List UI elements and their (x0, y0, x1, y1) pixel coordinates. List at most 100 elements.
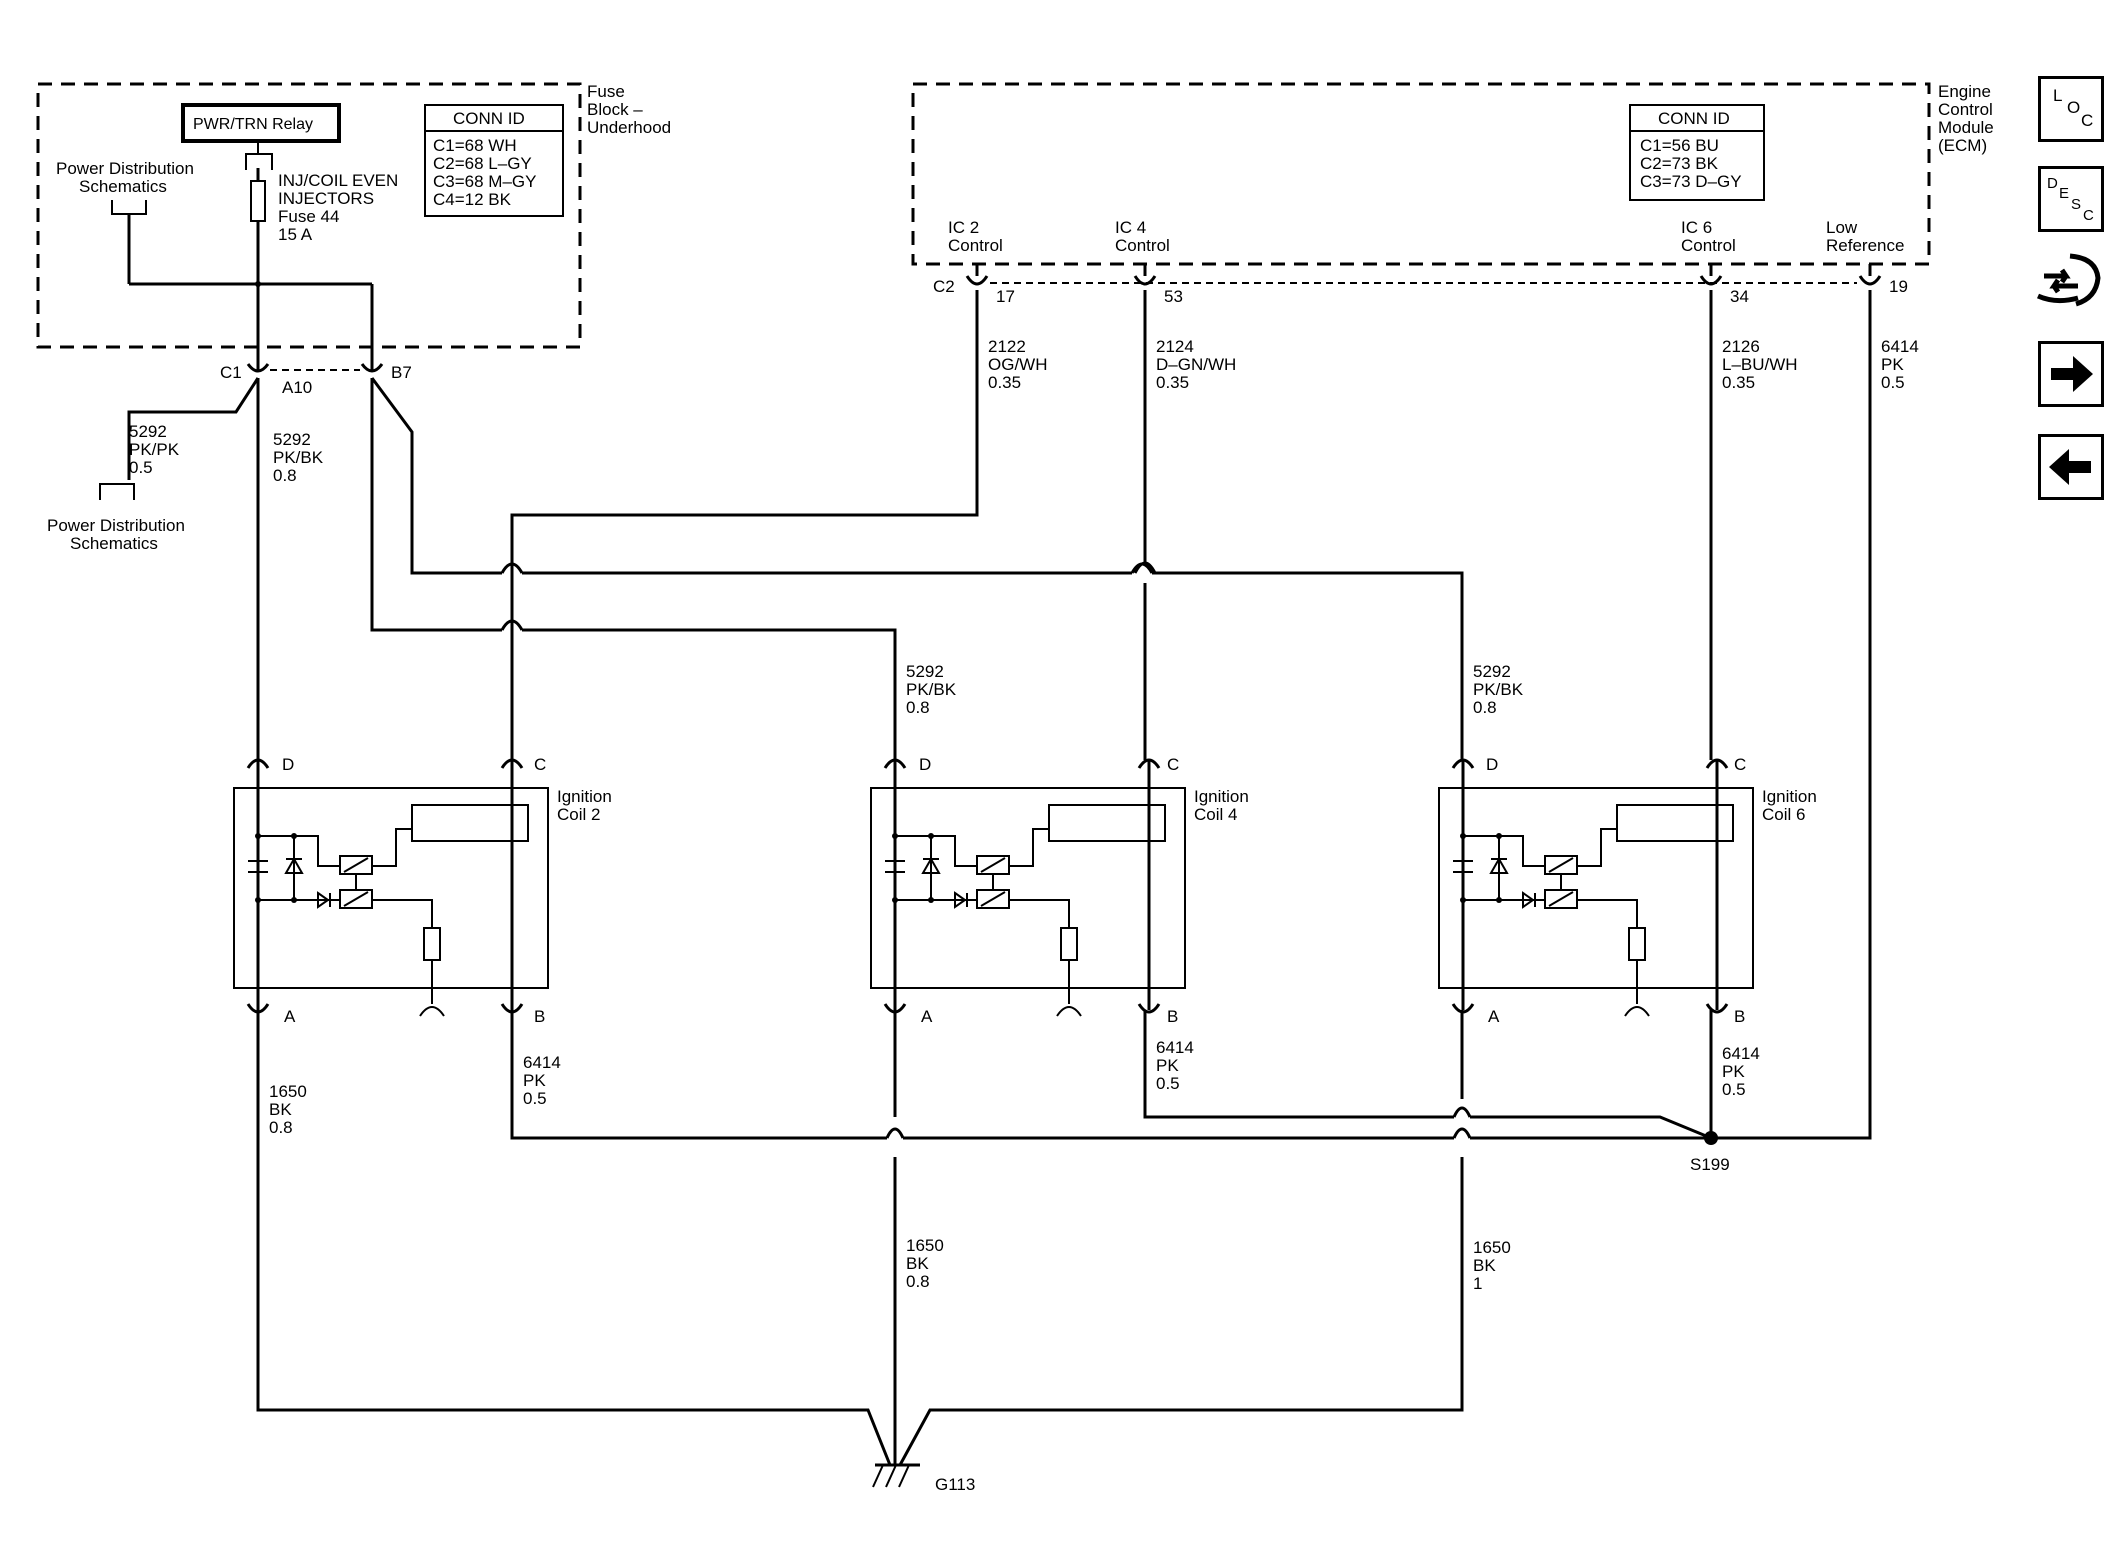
wire-label: PK/BK (1473, 680, 1524, 699)
wire-label: PK/PK (129, 440, 180, 459)
ground-symbol-icon (872, 1463, 920, 1488)
pin-19-label: 19 (1889, 277, 1908, 296)
winding-mark (1548, 891, 1574, 907)
coil-title: Ignition (1194, 787, 1249, 806)
connector-53-icon (1133, 275, 1157, 286)
pin-d-label: D (919, 755, 931, 774)
spark-plug-icon (1056, 1006, 1082, 1017)
wire-label: 2126 (1722, 337, 1760, 356)
resistor-icon (423, 927, 441, 961)
wire-label: 5292 (129, 422, 167, 441)
connector-reference-icon (99, 483, 135, 500)
fuse-label: Fuse 44 (278, 207, 339, 226)
ecm-conn-id: CONN ID C1=56 BU C2=73 BK C3=73 D–GY (1629, 104, 1765, 201)
pin-34-label: 34 (1730, 287, 1749, 306)
coil-title: Coil 6 (1762, 805, 1805, 824)
junction-dot (892, 897, 898, 903)
spark-plug-icon (419, 1006, 445, 1017)
wire-label: 1650 (1473, 1238, 1511, 1257)
arrow-right-icon (2051, 356, 2093, 392)
ecm-title: Engine (1938, 82, 1991, 101)
coil-title: Ignition (557, 787, 612, 806)
wire-label: PK (1722, 1062, 1745, 1081)
winding-mark (343, 891, 369, 907)
location-button[interactable]: L O C (2038, 76, 2104, 142)
ecm-title: (ECM) (1938, 136, 1987, 155)
conn-id-row: C3=68 M–GY (433, 172, 536, 191)
wire-label: 1 (1473, 1274, 1482, 1293)
connector-b-icon (1137, 1003, 1161, 1014)
wire-label: 6414 (1881, 337, 1919, 356)
splice-s199 (1704, 1131, 1718, 1145)
secondary-output (1577, 899, 1638, 928)
wire-label: 0.5 (1722, 1080, 1746, 1099)
wire-label: PK/BK (906, 680, 957, 699)
coil-circuit-2 (1451, 758, 1734, 1017)
coil-title: Coil 4 (1194, 805, 1237, 824)
fuse-block-title-1: Fuse (587, 82, 625, 101)
coil-housing (1438, 787, 1754, 989)
pin-a10-label: A10 (282, 378, 312, 397)
diode-icon (1489, 856, 1509, 874)
wire-label: 0.8 (269, 1118, 293, 1137)
ecm-outline (911, 82, 1931, 266)
wire-label: 0.35 (988, 373, 1021, 392)
fuse-label: INJ/COIL EVEN (278, 171, 398, 190)
wire-label: D–GN/WH (1156, 355, 1236, 374)
wire-label: OG/WH (988, 355, 1048, 374)
fuse-label: INJECTORS (278, 189, 374, 208)
next-button[interactable] (2038, 341, 2104, 407)
pin-a-label: A (921, 1007, 933, 1026)
fuse-block: Fuse Block – Underhood PWR/TRN Relay CON… (36, 82, 671, 397)
junction-dot (928, 833, 934, 839)
wire-label: 5292 (273, 430, 311, 449)
low-reference-label: Low (1826, 218, 1858, 237)
driver-link (1009, 828, 1049, 867)
pin-d-label: D (282, 755, 294, 774)
connector-c1-icon (246, 363, 270, 373)
wire-label: PK (1881, 355, 1904, 374)
description-icon: D E S C (2047, 175, 2094, 224)
nav-letter: E (2059, 185, 2069, 202)
fuse-block-title-2: Block – (587, 100, 643, 119)
primary-path (1463, 835, 1545, 867)
ecm-control-wiring: 2122 OG/WH 0.35 2124 D–GN/WH 0.35 2126 L… (510, 290, 1919, 1140)
nav-letter: S (2071, 196, 2081, 213)
wire-label: 6414 (523, 1053, 561, 1072)
pin-a-label: A (1488, 1007, 1500, 1026)
secondary-output (1009, 899, 1070, 928)
ground-label: G113 (935, 1475, 975, 1494)
diode-icon (284, 856, 304, 874)
connector-b7-icon (360, 363, 384, 373)
connector-view-button[interactable] (2036, 248, 2108, 314)
capacitor-icon (1453, 860, 1473, 873)
previous-button[interactable] (2038, 434, 2104, 500)
pin-c-label: C (1734, 755, 1746, 774)
power-distribution-label: Schematics (79, 177, 167, 196)
driver-link (1577, 828, 1617, 867)
winding-mark (980, 891, 1006, 907)
connector-19-icon (1858, 275, 1882, 286)
coil-title: Ignition (1762, 787, 1817, 806)
coil-housing (870, 787, 1186, 989)
ground-wiring: 1650 BK 0.8 1650 BK 0.8 1650 BK 1 G113 (256, 1010, 1511, 1494)
connector-view-icon (2036, 253, 2101, 307)
coil-circuit-0 (246, 758, 529, 1017)
description-button[interactable]: D E S C (2038, 166, 2104, 232)
conn-id-row: C3=73 D–GY (1640, 172, 1742, 191)
connector-c2-icon (965, 275, 989, 286)
pin-c-label: C (1167, 755, 1179, 774)
junction-dot (291, 833, 297, 839)
nav-letter: C (2083, 207, 2094, 224)
junction-dot (255, 833, 261, 839)
capacitor-icon (885, 860, 905, 873)
winding-mark (1548, 857, 1574, 873)
wire-label: 0.35 (1722, 373, 1755, 392)
ecm-title: Module (1938, 118, 1994, 137)
conn-id-row: C2=73 BK (1640, 154, 1719, 173)
fuse-block-outline (36, 82, 582, 349)
junction-dot (1496, 833, 1502, 839)
resistor-icon (1060, 927, 1078, 961)
junction-dot (255, 897, 261, 903)
